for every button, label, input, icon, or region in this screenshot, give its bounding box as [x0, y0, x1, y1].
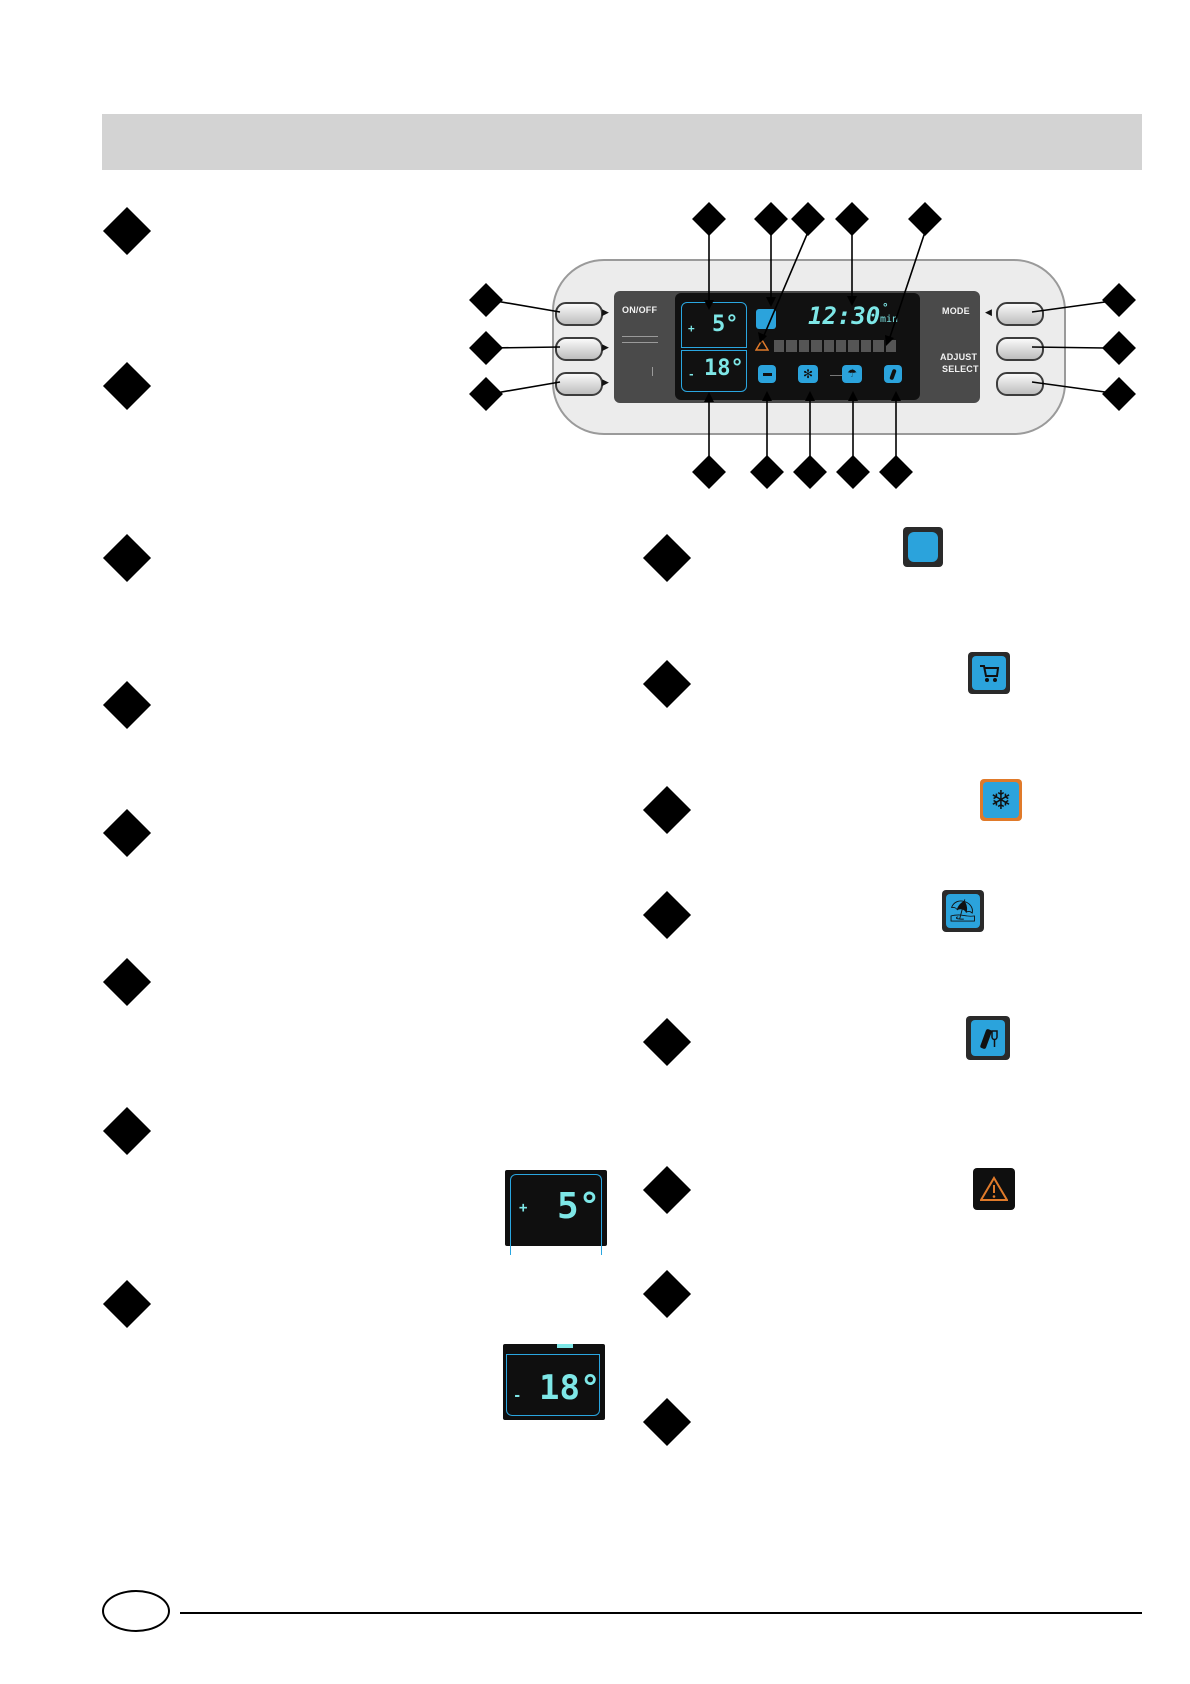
mode-button[interactable] [996, 302, 1044, 326]
on-off-label: ON/OFF [622, 305, 658, 315]
freezer-display-example: - 18° [503, 1344, 605, 1420]
page-language-oval [102, 1590, 170, 1632]
fridge-sign: + [688, 322, 695, 335]
clock-deg: ° [882, 301, 889, 314]
select-label: SELECT [942, 364, 979, 374]
segment [811, 340, 822, 352]
callout-lines [489, 231, 1106, 458]
fridge-example-temp: 5° [557, 1186, 601, 1227]
arrow-right-icon: ▶ [602, 342, 609, 352]
warning-glyph [980, 1176, 1008, 1201]
segment [798, 340, 810, 352]
warning-triangle-icon [755, 339, 769, 351]
clock-display: 12:30 [808, 302, 881, 330]
segment-fragment [557, 1344, 573, 1348]
warning-triangle-icon [973, 1168, 1015, 1210]
bullet-diamond [642, 533, 692, 583]
shopping-cart-icon [968, 652, 1010, 694]
section-header-bar [102, 114, 1142, 170]
freezer-example-temp: 18° [539, 1368, 601, 1408]
label-line [622, 342, 658, 343]
bottle-icon [884, 365, 902, 383]
adjust-label: ADJUST [940, 352, 978, 362]
segment [885, 340, 897, 352]
holiday-umbrella-icon: ☂ [842, 365, 862, 383]
bullet-diamond [102, 680, 152, 730]
shopping-cart-icon [758, 365, 776, 383]
bullet-diamond [642, 1397, 692, 1447]
on-off-button[interactable] [555, 302, 603, 326]
bullet-diamond [642, 659, 692, 709]
segment [836, 340, 847, 352]
label-line [622, 336, 658, 337]
snowflake-glyph: ❄ [990, 785, 1012, 815]
bullet-diamond [642, 1269, 692, 1319]
umbrella-glyph: ⛱ [949, 898, 977, 923]
bottle-glyph [980, 1029, 998, 1049]
fridge-temp-box [681, 302, 747, 348]
arrow-right-icon: ▶ [602, 377, 609, 387]
progress-segments [774, 340, 897, 352]
bullet-diamond [102, 1279, 152, 1329]
segment [860, 340, 872, 352]
label-tick [652, 367, 653, 376]
shopping-cart-glyph [980, 665, 1000, 682]
bullet-diamond [102, 957, 152, 1007]
bottle-icon [966, 1016, 1010, 1060]
eco-square-icon [903, 527, 943, 567]
freezer-example-frame [506, 1354, 600, 1416]
bullet-diamond [102, 1106, 152, 1156]
freezer-example-sign: - [513, 1388, 522, 1404]
holiday-umbrella-icon: ⛱ [942, 890, 984, 932]
fridge-temp-value: 5° [712, 312, 739, 337]
bullet-diamond [642, 785, 692, 835]
bullet-diamond [642, 890, 692, 940]
freezer-sign: - [688, 368, 695, 381]
snowflake-icon: ❄ [980, 779, 1022, 821]
adjust-button[interactable] [996, 337, 1044, 361]
freezer-temp-button[interactable] [555, 372, 603, 396]
footer-rule [180, 1612, 1142, 1614]
freezer-temp-box [681, 350, 747, 392]
bullet-diamond [642, 1165, 692, 1215]
fridge-example-frame [510, 1174, 602, 1255]
eco-square-icon [756, 309, 776, 329]
fridge-example-sign: + [519, 1200, 528, 1216]
segment [823, 340, 835, 352]
bullet-diamond [102, 533, 152, 583]
fridge-display-example: + 5° [505, 1170, 607, 1255]
clock-min: min [880, 314, 899, 325]
arrow-left-icon: ◀ [985, 307, 992, 317]
segment [786, 340, 797, 352]
freezer-temp-value: 18° [704, 356, 744, 381]
segment [873, 340, 884, 352]
arrow-right-icon: ▶ [602, 307, 609, 317]
fridge-temp-button[interactable] [555, 337, 603, 361]
snowflake-icon: ✻ [798, 365, 818, 383]
bullet-diamond [102, 808, 152, 858]
segment [774, 340, 785, 352]
segment [848, 340, 859, 352]
icon-connector [830, 375, 842, 376]
mode-label: MODE [942, 306, 970, 316]
bullet-diamond [642, 1017, 692, 1067]
